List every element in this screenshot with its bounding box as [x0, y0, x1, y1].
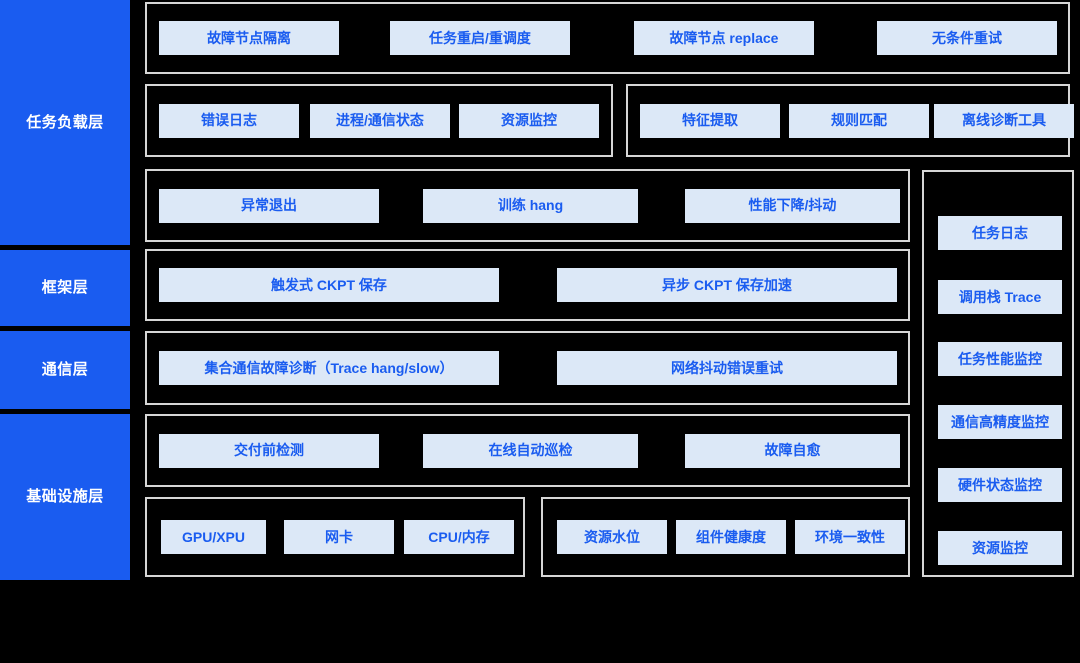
layer-block-infrastructure: 基础设施层 [0, 414, 130, 580]
group-recovery: 故障节点隔离 任务重启/重调度 故障节点 replace 无条件重试 [145, 2, 1070, 74]
chip-nic[interactable]: 网卡 [284, 520, 394, 554]
chip-triggered-ckpt-save[interactable]: 触发式 CKPT 保存 [159, 268, 499, 302]
chip-feature-extraction[interactable]: 特征提取 [640, 103, 780, 138]
chip-comm-precision-monitor[interactable]: 通信高精度监控 [938, 405, 1062, 439]
chip-task-log[interactable]: 任务日志 [938, 216, 1062, 250]
group-hardware: GPU/XPU 网卡 CPU/内存 [145, 497, 525, 577]
chip-callstack-trace[interactable]: 调用栈 Trace [938, 280, 1062, 314]
group-diagnosis: 特征提取 规则匹配 离线诊断工具 [626, 84, 1074, 157]
layer-block-communication: 通信层 [0, 331, 130, 409]
group-comm: 集合通信故障诊断（Trace hang/slow） 网络抖动错误重试 [145, 331, 910, 405]
chip-resource-watermark[interactable]: 资源水位 [557, 520, 667, 554]
chip-resource-monitor[interactable]: 资源监控 [459, 103, 599, 138]
layer-label-communication: 通信层 [41, 361, 89, 379]
chip-error-log[interactable]: 错误日志 [159, 103, 299, 138]
group-ckpt: 触发式 CKPT 保存 异步 CKPT 保存加速 [145, 249, 910, 321]
chip-job-restart-reschedule[interactable]: 任务重启/重调度 [390, 21, 570, 55]
layer-label-workload: 任务负载层 [26, 113, 104, 131]
group-signals: 错误日志 进程/通信状态 资源监控 [145, 84, 613, 157]
chip-fault-self-healing[interactable]: 故障自愈 [685, 433, 900, 468]
chip-node-isolation[interactable]: 故障节点隔离 [159, 21, 339, 55]
chip-network-jitter-retry[interactable]: 网络抖动错误重试 [557, 351, 897, 385]
chip-component-health[interactable]: 组件健康度 [676, 520, 786, 554]
chip-unconditional-retry[interactable]: 无条件重试 [877, 21, 1057, 55]
chip-collective-comm-diagnosis[interactable]: 集合通信故障诊断（Trace hang/slow） [159, 351, 499, 385]
chip-gpu-xpu[interactable]: GPU/XPU [161, 520, 266, 554]
chip-node-replace[interactable]: 故障节点 replace [634, 21, 814, 55]
chip-training-hang[interactable]: 训练 hang [423, 188, 638, 223]
group-infra-checks: 交付前检测 在线自动巡检 故障自愈 [145, 414, 910, 487]
group-symptoms: 异常退出 训练 hang 性能下降/抖动 [145, 169, 910, 242]
layer-label-framework: 框架层 [41, 279, 89, 297]
chip-process-comm-status[interactable]: 进程/通信状态 [310, 103, 450, 138]
layer-block-framework: 框架层 [0, 250, 130, 326]
chip-resource-monitor-side[interactable]: 资源监控 [938, 531, 1062, 565]
chip-offline-diagnostic-tool[interactable]: 离线诊断工具 [934, 103, 1074, 138]
chip-perf-degradation-jitter[interactable]: 性能下降/抖动 [685, 188, 900, 223]
observability-column: 任务日志 调用栈 Trace 任务性能监控 通信高精度监控 硬件状态监控 资源监… [922, 170, 1074, 577]
chip-task-perf-monitor[interactable]: 任务性能监控 [938, 342, 1062, 376]
chip-online-auto-inspection[interactable]: 在线自动巡检 [423, 433, 638, 468]
group-health: 资源水位 组件健康度 环境一致性 [541, 497, 910, 577]
chip-rule-matching[interactable]: 规则匹配 [789, 103, 929, 138]
chip-environment-consistency[interactable]: 环境一致性 [795, 520, 905, 554]
layer-block-workload: 任务负载层 [0, 0, 130, 245]
chip-hardware-status-monitor[interactable]: 硬件状态监控 [938, 468, 1062, 502]
chip-pre-delivery-inspection[interactable]: 交付前检测 [159, 433, 379, 468]
chip-cpu-memory[interactable]: CPU/内存 [404, 520, 514, 554]
chip-async-ckpt-accel[interactable]: 异步 CKPT 保存加速 [557, 268, 897, 302]
layer-label-infrastructure: 基础设施层 [26, 488, 104, 506]
chip-abnormal-exit[interactable]: 异常退出 [159, 188, 379, 223]
